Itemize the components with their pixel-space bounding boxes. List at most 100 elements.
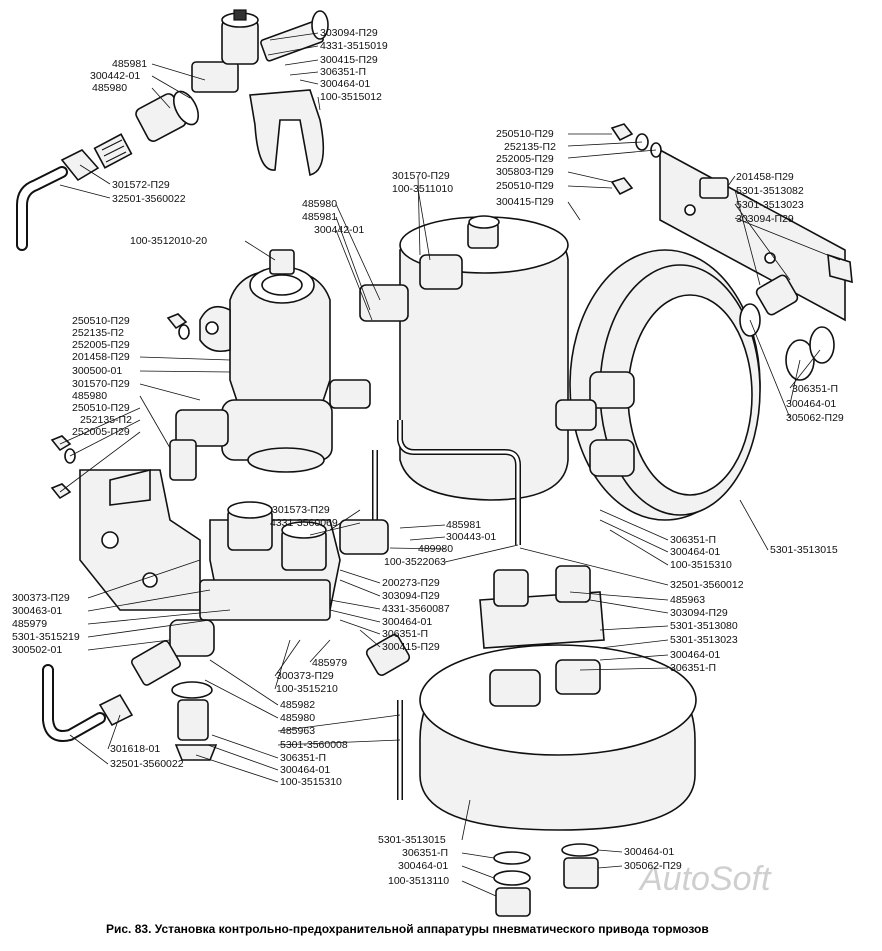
label-300415-p29-top: 300415-П29 <box>320 54 378 66</box>
label-201458-p29-l: 201458-П29 <box>72 351 130 363</box>
label-303094-p29-c: 303094-П29 <box>670 607 728 619</box>
label-250510-p29-l1: 250510-П29 <box>72 315 130 327</box>
label-252005-p29-l1: 252005-П29 <box>72 339 130 351</box>
part-labels: 303094-П29 4331-3515019 300415-П29 30635… <box>12 27 844 887</box>
label-5301-3560008: 5301-3560008 <box>280 739 348 751</box>
label-300373-p29-m: 300373-П29 <box>276 670 334 682</box>
label-305062-p29-r: 305062-П29 <box>786 412 844 424</box>
label-485979-m: 485979 <box>312 657 347 669</box>
label-300502-01: 300502-01 <box>12 644 62 656</box>
label-252005-p29-l2: 252005-П29 <box>72 426 130 438</box>
label-303094-p29-m: 303094-П29 <box>382 590 440 602</box>
label-301618-01: 301618-01 <box>110 743 160 755</box>
label-100-3515310-c: 100-3515310 <box>670 559 732 571</box>
label-305803-p29: 305803-П29 <box>496 166 554 178</box>
label-300443-01: 300443-01 <box>446 531 496 543</box>
label-300442-01-tl: 300442-01 <box>90 70 140 82</box>
label-485979-l: 485979 <box>12 618 47 630</box>
label-303094-p29-r: 303094-П29 <box>736 213 794 225</box>
label-201458-p29-r: 201458-П29 <box>736 171 794 183</box>
label-300464-01-m: 300464-01 <box>382 616 432 628</box>
label-5301-3515219: 5301-3515219 <box>12 631 80 643</box>
label-303094-p29-top: 303094-П29 <box>320 27 378 39</box>
label-300464-01-br: 300464-01 <box>624 846 674 858</box>
brake-chamber-bottom <box>419 565 697 917</box>
label-4331-3560087: 4331-3560087 <box>382 603 450 615</box>
label-252005-p29-r1: 252005-П29 <box>496 153 554 165</box>
label-5301-3513015-r: 5301-3513015 <box>770 544 838 556</box>
label-300415-p29-mid: 300415-П29 <box>496 196 554 208</box>
label-200273-p29: 200273-П29 <box>382 577 440 589</box>
label-301572-p29: 301572-П29 <box>112 179 170 191</box>
label-301573-p29: 301573-П29 <box>272 504 330 516</box>
label-5301-3513023-c: 5301-3513023 <box>670 634 738 646</box>
brake-chamber-right <box>555 249 761 521</box>
label-300500-01: 300500-01 <box>72 365 122 377</box>
label-252135-p2-r1: 252135-П2 <box>504 141 556 153</box>
label-4331-3515019: 4331-3515019 <box>320 40 388 52</box>
label-301570-p29-top: 301570-П29 <box>392 170 450 182</box>
label-300415-p29-m: 300415-П29 <box>382 641 440 653</box>
label-300373-p29-l: 300373-П29 <box>12 592 70 604</box>
label-485981-c: 485981 <box>446 519 481 531</box>
label-32501-3560022-top: 32501-3560022 <box>112 193 186 205</box>
label-5301-3513082: 5301-3513082 <box>736 185 804 197</box>
label-100-3512010-20: 100-3512010-20 <box>130 235 207 247</box>
label-100-3515210: 100-3515210 <box>276 683 338 695</box>
label-252135-p2-l2: 252135-П2 <box>80 414 132 426</box>
label-485982: 485982 <box>280 699 315 711</box>
label-300464-01-top: 300464-01 <box>320 78 370 90</box>
label-100-3522063: 100-3522063 <box>384 556 446 568</box>
label-300464-01-c: 300464-01 <box>670 546 720 558</box>
label-250510-p29-l2: 250510-П29 <box>72 402 130 414</box>
label-5301-3513080: 5301-3513080 <box>670 620 738 632</box>
left-mounting-bracket <box>79 468 201 611</box>
label-252135-p2-l1: 252135-П2 <box>72 327 124 339</box>
label-4331-3560069: 4331-3560069 <box>270 517 338 529</box>
label-485963-b: 485963 <box>280 725 315 737</box>
label-485981-mid: 485981 <box>302 211 337 223</box>
label-306351-p-top: 306351-П <box>320 66 366 78</box>
label-100-3515012: 100-3515012 <box>320 91 382 103</box>
label-300464-01-b: 300464-01 <box>280 764 330 776</box>
label-300442-01-mid: 300442-01 <box>314 224 364 236</box>
label-300463-01-l: 300463-01 <box>12 605 62 617</box>
label-485980-b: 485980 <box>280 712 315 724</box>
label-489980: 489980 <box>418 543 453 555</box>
leader-lines <box>59 32 841 897</box>
label-306351-p-c: 306351-П <box>670 534 716 546</box>
watermark: AutoSoft <box>638 860 772 898</box>
label-100-3515310-b: 100-3515310 <box>280 776 342 788</box>
label-306351-p-r: 306351-П <box>792 383 838 395</box>
label-5301-3513023-r: 5301-3513023 <box>736 199 804 211</box>
label-300464-01-r: 300464-01 <box>786 398 836 410</box>
air-receiver-tank <box>359 215 569 501</box>
label-250510-p29-r1: 250510-П29 <box>496 128 554 140</box>
figure-caption: Рис. 83. Установка контрольно-предохрани… <box>106 922 709 936</box>
label-306351-p-c2: 306351-П <box>670 662 716 674</box>
label-485980-mid: 485980 <box>302 198 337 210</box>
label-300464-01-bb: 300464-01 <box>398 860 448 872</box>
label-485980-l: 485980 <box>72 390 107 402</box>
central-valve-block <box>169 249 333 481</box>
label-485981-tl: 485981 <box>112 58 147 70</box>
label-305062-p29-br: 305062-П29 <box>624 860 682 872</box>
label-485963-c: 485963 <box>670 594 705 606</box>
bottom-left-hose-assembly <box>42 640 182 742</box>
label-306351-p-m: 306351-П <box>382 628 428 640</box>
top-left-hose-assembly <box>16 9 329 251</box>
label-100-3513110: 100-3513110 <box>388 875 449 887</box>
label-250510-p29-r2: 250510-П29 <box>496 180 554 192</box>
label-301570-p29-l: 301570-П29 <box>72 378 130 390</box>
label-100-3511010: 100-3511010 <box>392 183 453 195</box>
label-485980-tl: 485980 <box>92 82 127 94</box>
label-32501-3560012: 32501-3560012 <box>670 579 744 591</box>
label-32501-3560022-b: 32501-3560022 <box>110 758 184 770</box>
label-306351-p-bb: 306351-П <box>402 847 448 859</box>
right-bracket-plate <box>659 148 853 381</box>
label-300464-01-c2: 300464-01 <box>670 649 720 661</box>
label-5301-3513015-b: 5301-3513015 <box>378 834 446 846</box>
label-306351-p-b: 306351-П <box>280 752 326 764</box>
